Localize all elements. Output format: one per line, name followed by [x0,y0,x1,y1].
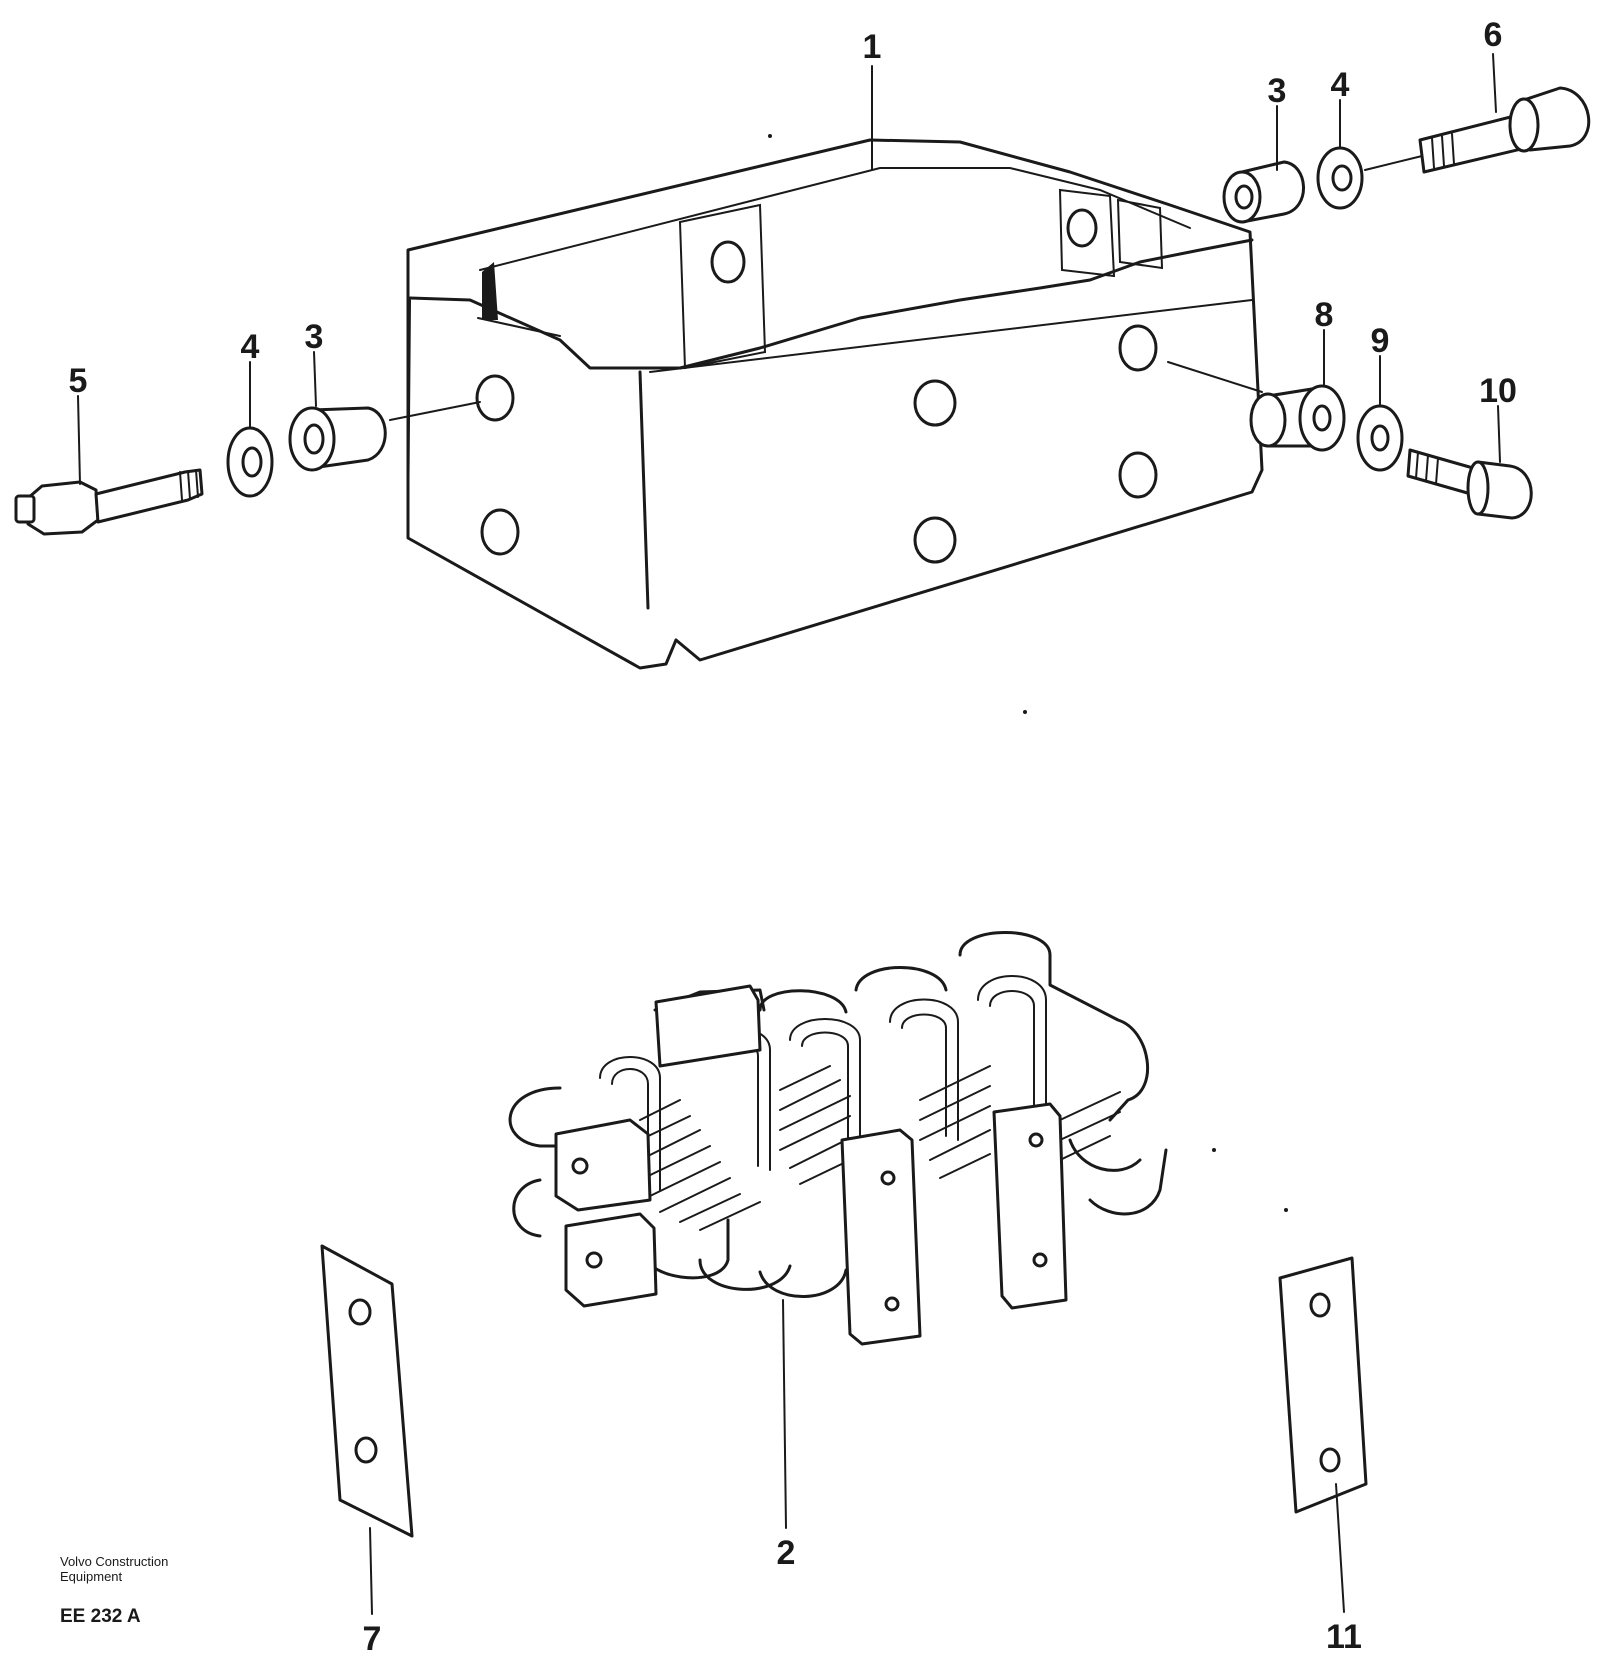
assembly-line-left [389,401,481,421]
callout-7: 7 [363,1620,382,1658]
callout-10: 10 [1479,372,1517,410]
coil-plate-center [840,1128,922,1346]
coil-fins [639,1065,1121,1231]
callout-5: 5 [69,362,88,400]
figure-reference: EE 232 A [60,1606,141,1627]
coil-plate-top-left [554,1118,652,1212]
bushing-top-right [1222,160,1305,224]
assembly-line-right [1167,361,1263,393]
coil-plate-back [654,984,762,1068]
callout-2: 2 [777,1534,796,1572]
washer-ring-right [1298,384,1346,452]
coil-plate-right [992,1102,1068,1310]
callout-3-left: 3 [305,318,324,356]
plate-right [1278,1256,1368,1514]
footer-line-1: Volvo Construction [60,1554,168,1569]
callout-1: 1 [863,28,882,66]
bolt-right [1406,448,1533,520]
callout-9: 9 [1371,322,1390,360]
callout-11: 11 [1326,1618,1362,1656]
callout-4-top-right: 4 [1331,66,1350,104]
housing-box [406,138,1264,670]
callout-labels: 1 2 3 4 6 5 4 3 8 9 10 7 11 [69,16,1517,1658]
bolt-left [14,468,204,536]
callout-3-top-right: 3 [1268,72,1287,110]
callout-4-left: 4 [241,328,260,366]
coil-plate-bottom-left [564,1212,658,1308]
callout-8: 8 [1315,296,1334,334]
footer-credit: Volvo Construction Equipment EE 232 A [60,1554,168,1627]
plate-left [320,1244,414,1538]
assembly-line-top-right [1364,155,1423,171]
washer-left [226,426,274,498]
washer-top-right [1316,146,1364,210]
bushing-left [288,406,387,472]
bolt-top-right [1418,86,1591,174]
heat-coil [508,931,1168,1346]
housing-bolt-holes [475,208,1158,564]
leader-lines [77,53,1501,1615]
callout-6: 6 [1484,16,1503,54]
footer-line-2: Equipment [60,1569,123,1584]
washer-right [1356,404,1404,472]
